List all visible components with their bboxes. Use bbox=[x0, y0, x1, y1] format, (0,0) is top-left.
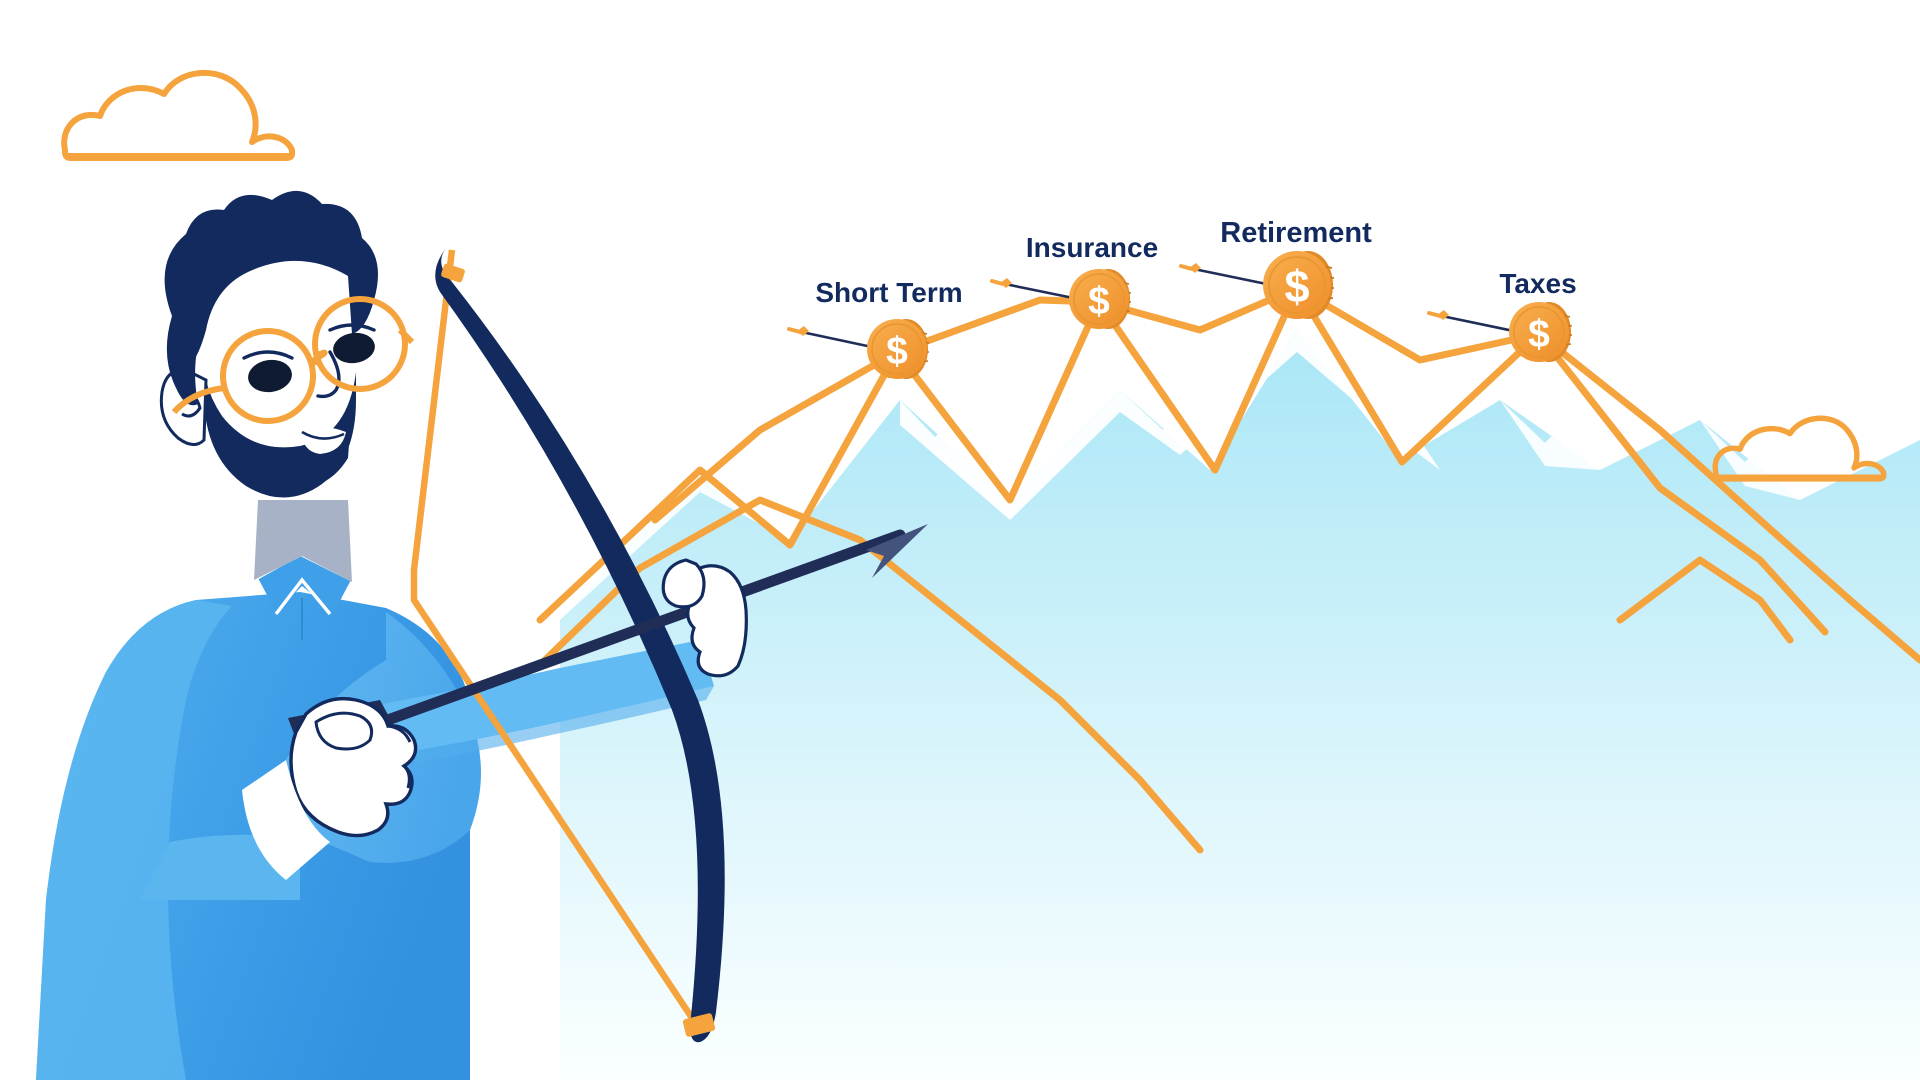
goal-marker-taxes[interactable]: Taxes $ bbox=[1427, 268, 1577, 362]
goal-label-insurance: Insurance bbox=[1026, 232, 1158, 263]
shirt-sleeve-cuff-shadow bbox=[140, 834, 300, 900]
bow-hand-thumb bbox=[661, 558, 706, 609]
goal-marker-short-term[interactable]: Short Term $ bbox=[787, 277, 963, 379]
draw-hand-knuckle-2 bbox=[402, 764, 411, 789]
eye-left bbox=[248, 359, 292, 393]
dollar-coin-icon-retirement: $ bbox=[1263, 251, 1335, 319]
ridge-line-lower-right bbox=[1616, 556, 1794, 644]
draw-hand bbox=[289, 696, 418, 838]
mountain-body bbox=[560, 330, 1920, 1080]
cloud-icon-left bbox=[61, 69, 295, 161]
svg-text:$: $ bbox=[1528, 313, 1550, 356]
snow-cap-left bbox=[560, 470, 790, 620]
goal-label-retirement: Retirement bbox=[1220, 217, 1372, 249]
glasses-lens-right bbox=[312, 296, 408, 392]
beard-lower bbox=[236, 404, 352, 488]
dollar-coin-icon-taxes: $ bbox=[1509, 302, 1573, 362]
bow-string bbox=[410, 249, 703, 1032]
glasses-icon bbox=[171, 296, 415, 424]
arrow-head bbox=[866, 524, 928, 578]
glasses-temple bbox=[171, 385, 225, 415]
mountain-range bbox=[560, 0, 1920, 1080]
dollar-coin-icon-insurance: $ bbox=[1069, 269, 1132, 329]
ridge-line-peaks bbox=[536, 284, 1829, 636]
draw-hand-thumb bbox=[314, 711, 374, 751]
ridge-line-lower-left bbox=[541, 496, 1204, 854]
goal-marker-insurance[interactable]: Insurance $ bbox=[990, 232, 1158, 329]
shirt-shoulder-highlight bbox=[36, 600, 232, 1080]
goal-marker-retirement[interactable]: Retirement $ bbox=[1179, 217, 1372, 319]
glasses-lens-left bbox=[220, 328, 316, 424]
glasses-hinge bbox=[397, 327, 415, 345]
goal-label-taxes: Taxes bbox=[1499, 268, 1576, 299]
mouth-line bbox=[301, 430, 345, 440]
nose bbox=[316, 350, 341, 399]
bow-nock-top bbox=[441, 263, 465, 283]
goal-markers: Short Term $ Insu bbox=[787, 217, 1577, 379]
shirt-cuff bbox=[242, 760, 330, 880]
svg-text:$: $ bbox=[1284, 261, 1309, 312]
snow-cap-right bbox=[1500, 400, 1600, 470]
eyebrow-left bbox=[242, 350, 294, 360]
cloud-icon-right bbox=[1712, 415, 1887, 482]
neck bbox=[254, 500, 352, 582]
svg-text:$: $ bbox=[886, 330, 908, 373]
bow-nock-bottom bbox=[682, 1013, 716, 1037]
mouth bbox=[300, 426, 346, 454]
collar-piping-v bbox=[274, 577, 332, 616]
bow-hand bbox=[661, 558, 748, 678]
draw-hand-knuckle-1 bbox=[387, 724, 412, 743]
hair-sideburn bbox=[166, 300, 204, 406]
svg-text:$: $ bbox=[1088, 280, 1110, 323]
dollar-coin-icon-short-term: $ bbox=[867, 319, 930, 379]
eyebrow-right bbox=[328, 323, 376, 332]
eye-right bbox=[333, 332, 375, 364]
sky-mask bbox=[560, 0, 1920, 612]
arrow-shaft bbox=[354, 529, 906, 736]
goal-label-short-term: Short Term bbox=[815, 277, 962, 308]
bow-limb bbox=[435, 248, 725, 1043]
forearm-bow-arm bbox=[360, 640, 714, 758]
bow-icon bbox=[410, 248, 725, 1043]
forearm-shading bbox=[372, 686, 714, 770]
hair bbox=[164, 190, 378, 368]
